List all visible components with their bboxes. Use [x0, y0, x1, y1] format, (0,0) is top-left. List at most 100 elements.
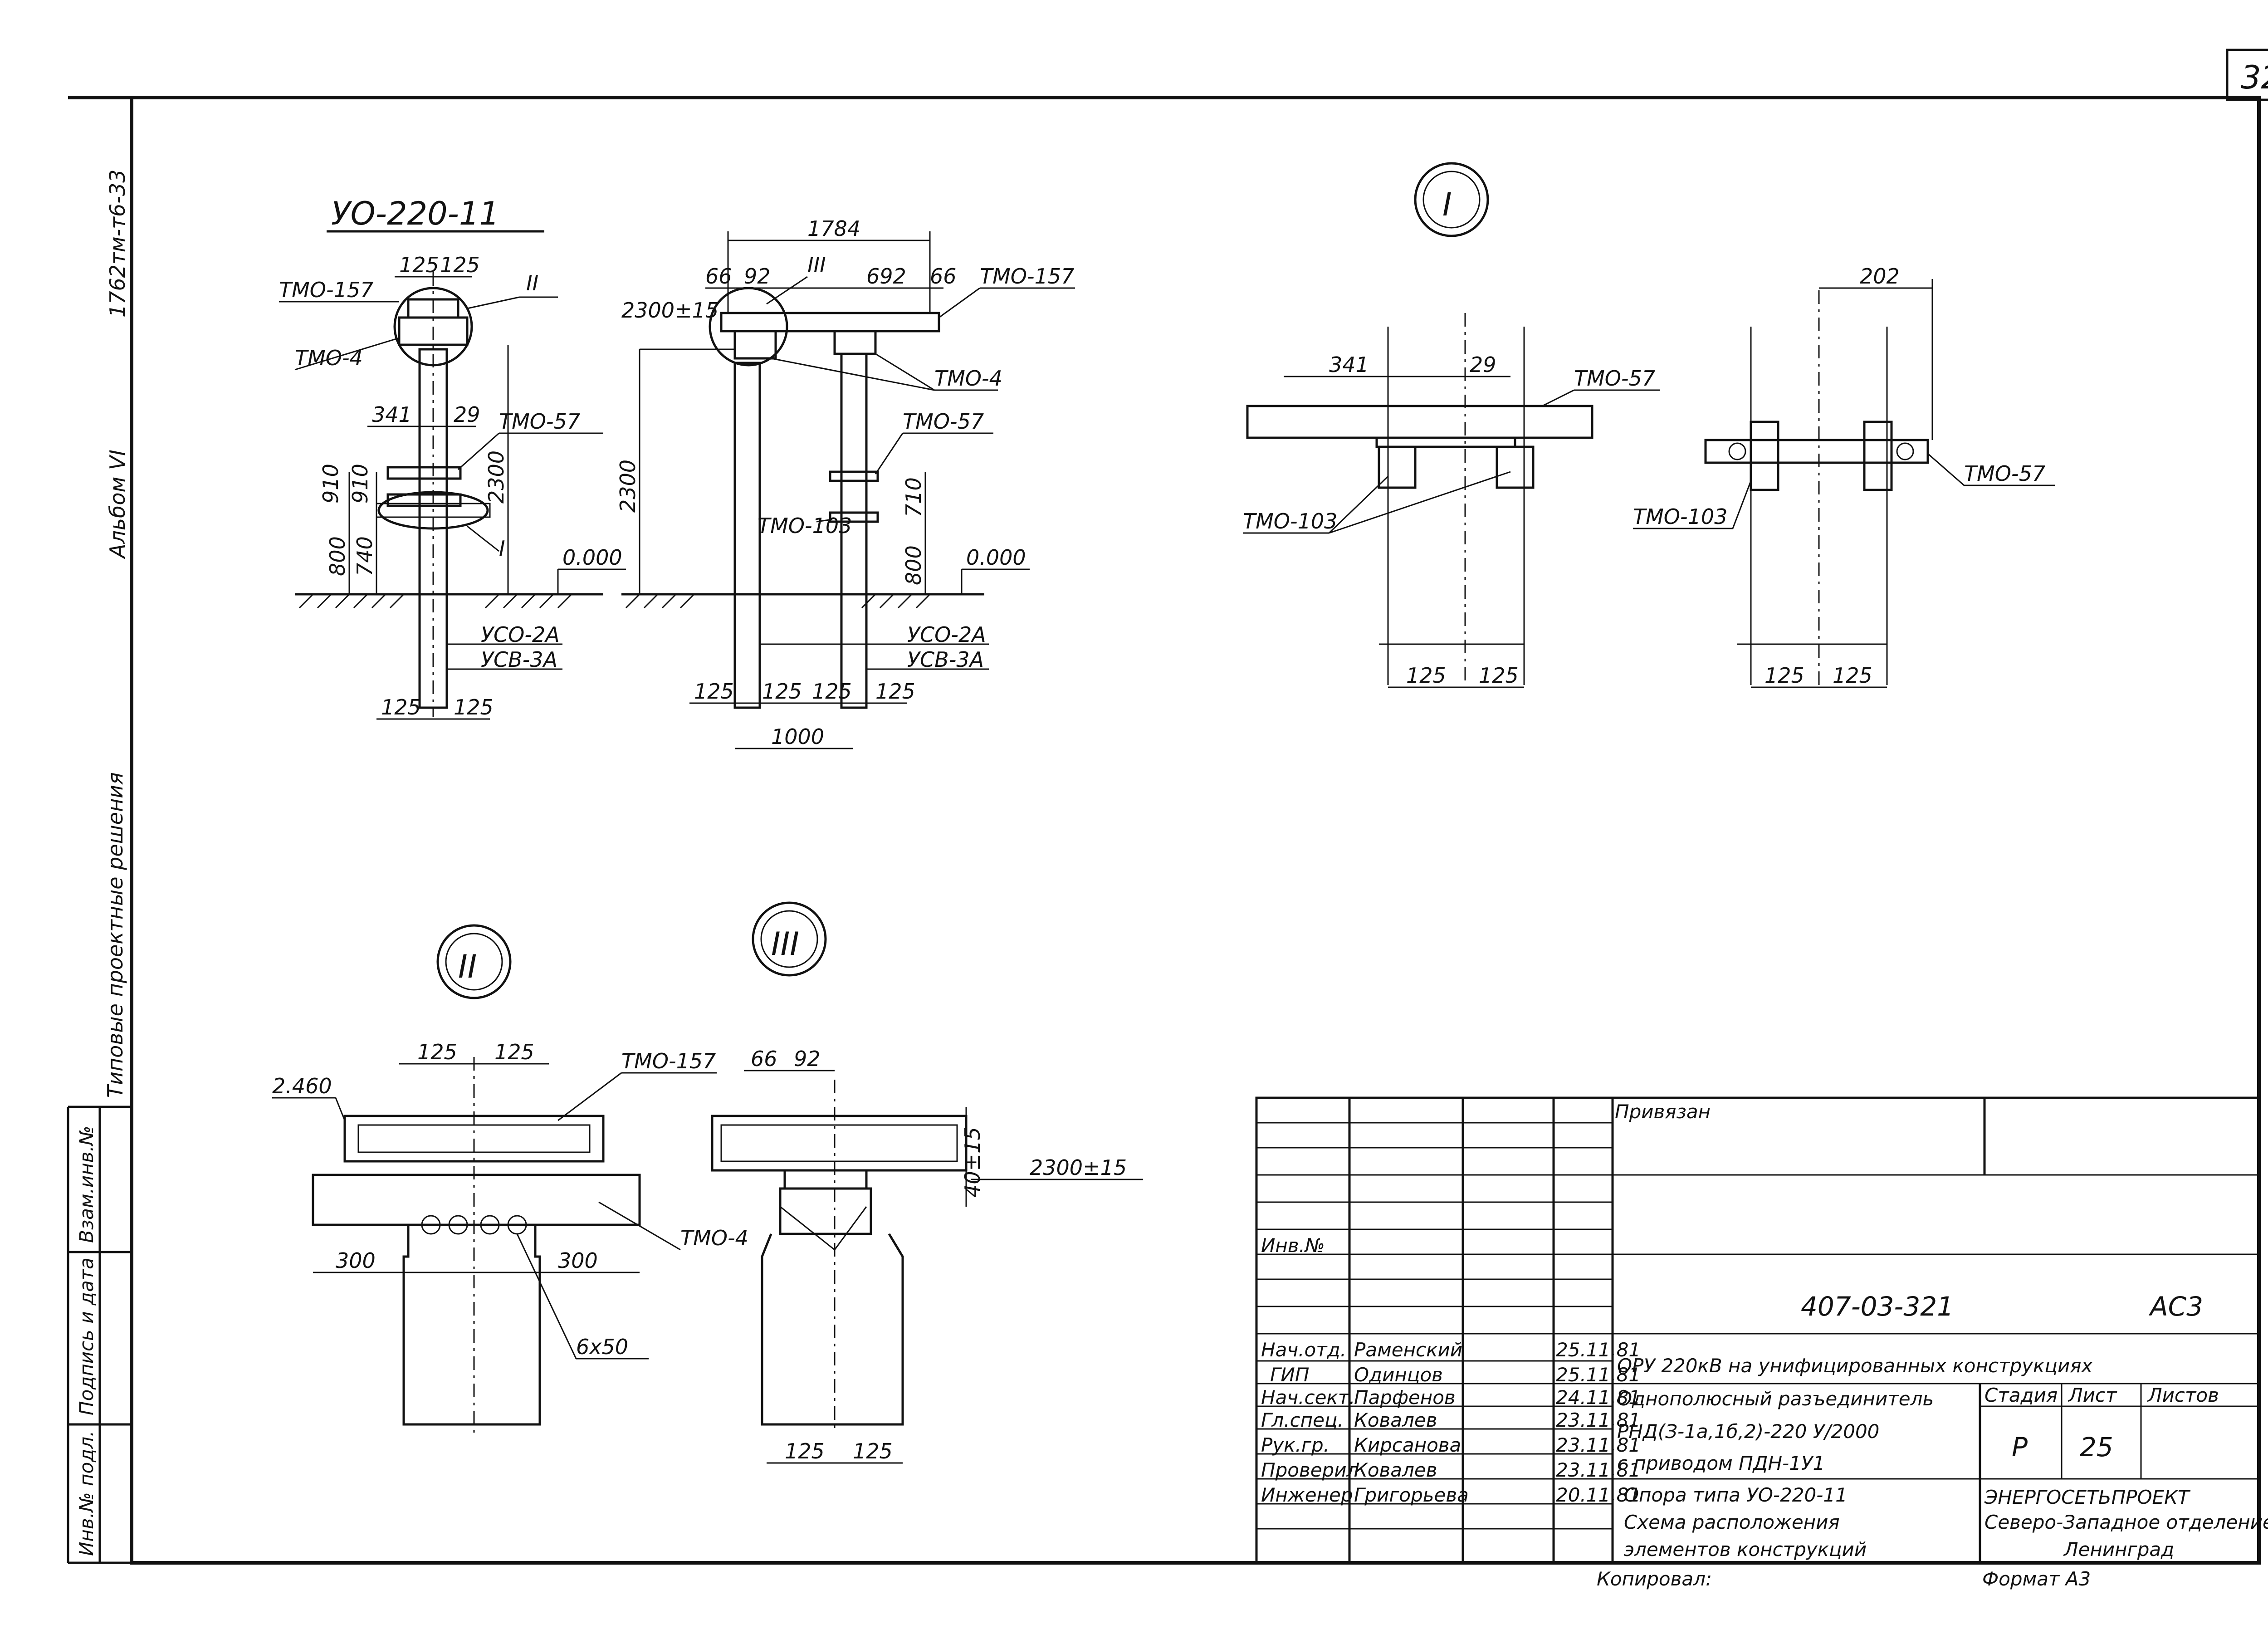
detail-iii-dim-92: 92 [794, 1047, 821, 1071]
tb-role-4: Рук.гр. [1261, 1434, 1330, 1456]
tb-stage: Р [2012, 1432, 2028, 1463]
dim-1000: 1000 [771, 724, 824, 749]
tb-name-4: Кирсанова [1354, 1434, 1461, 1456]
tb-role-6: Инженер [1261, 1484, 1353, 1506]
tb-date-5: 23.11.81 [1556, 1459, 1641, 1481]
tb-doc-code: 407-03-321 [1801, 1291, 1954, 1322]
main-title: УО-220-11 [331, 195, 499, 232]
detail-i-circle [1414, 162, 1489, 237]
detail-i-tmo103-b: ТМО-103 [1633, 504, 1727, 529]
tb-desc-2: РНД(З-1а,1б,2)-220 У/2000 [1617, 1420, 1879, 1443]
dim-910-b: 910 [348, 464, 372, 504]
tb-inv-no: Инв.№ [1261, 1234, 1325, 1257]
page-number-box [2226, 49, 2268, 101]
label-zero-b: 0.000 [966, 545, 1026, 570]
main-view-front: УО-220-11 ТМО-157 ТМО-4 II ТМО-5 [279, 195, 626, 720]
tb-role-5: Проверил [1261, 1459, 1359, 1481]
dim-692-a: 692 [866, 264, 906, 289]
detail-ii-tmo4: ТМО-4 [680, 1226, 748, 1250]
label-tmo157-b: ТМО-157 [980, 264, 1074, 289]
main-view-side: ТМО-157 III ТМО-4 ТМО-57 ТМО-103 0.000 У… [616, 216, 1075, 749]
dim-125-side-a: 125 [694, 679, 734, 704]
tb-role-3: Гл.спец. [1261, 1409, 1344, 1431]
callout-iii-a: III [807, 253, 826, 277]
dim-2300-b: 2300 [616, 460, 640, 513]
label-tmo57-a: ТМО-57 [499, 409, 580, 434]
dim-92-a: 92 [744, 264, 771, 289]
detail-i-views: I 341 29 ТМО-57 ТМО-103 125 125 202 [1243, 162, 2055, 688]
dim-910-a: 910 [318, 464, 343, 504]
dim-2300-a: 2300 [484, 450, 508, 504]
tb-sheet-hdr: Лист [2068, 1384, 2117, 1406]
title-block: Привязан Инв.№ 407-03-321 АС3 ОРУ 220кВ … [1255, 1096, 2268, 1590]
detail-iii-circle [752, 901, 827, 977]
tb-name-3: Ковалев [1354, 1409, 1437, 1431]
label-tmo57-b: ТМО-57 [903, 409, 984, 434]
detail-i-dim-341: 341 [1329, 352, 1369, 377]
tb-copied: Копировал: [1597, 1568, 1712, 1590]
tb-drawing-3: элементов конструкций [1624, 1538, 1867, 1561]
detail-i-roman: I [1442, 186, 1452, 223]
label-uso-b: УСО-2А [907, 622, 986, 647]
detail-i-dim-125-d: 125 [1833, 663, 1872, 688]
dim-1784: 1784 [807, 216, 860, 241]
tb-org-3: Ленинград [2063, 1538, 2174, 1561]
detail-iii-dim-40: 40±15 [960, 1127, 985, 1198]
side-title: Типовые проектные решения [103, 772, 127, 1098]
tb-role-1: ГИП [1270, 1364, 1309, 1386]
label-uso-a: УСО-2А [481, 622, 560, 647]
dim-125-bot-a: 125 [381, 695, 421, 719]
side-cell-podpis: Подпись и дата [75, 1257, 98, 1415]
dim-125-side-b: 125 [762, 679, 802, 704]
detail-iii-roman: III [771, 925, 799, 963]
tb-sheet-code: АС3 [2148, 1291, 2203, 1322]
tb-role-2: Нач.сект. [1261, 1386, 1355, 1409]
tb-role-0: Нач.отд. [1261, 1339, 1346, 1361]
detail-i-tmo103-a: ТМО-103 [1243, 509, 1337, 533]
detail-i-dim-202: 202 [1860, 264, 1900, 289]
tb-org-1: ЭНЕРГОСЕТЬПРОЕКТ [1984, 1486, 2191, 1508]
dim-29-a: 29 [454, 402, 480, 427]
detail-i-dim-125-c: 125 [1765, 663, 1804, 688]
side-code: 1762тм-т6-33 [105, 170, 130, 318]
tb-date-1: 25.11.81 [1556, 1364, 1641, 1386]
detail-i-tmo57-b: ТМО-57 [1964, 461, 2045, 486]
detail-ii-roman: II [458, 948, 477, 985]
callout-ii-a: II [526, 271, 538, 295]
tb-stage-hdr: Стадия [1984, 1384, 2058, 1406]
detail-ii-dim-300-b: 300 [558, 1248, 598, 1273]
detail-ii-dim-6x50: 6x50 [576, 1335, 628, 1359]
detail-ii-circle [436, 924, 512, 999]
detail-ii-tmo157: ТМО-157 [621, 1049, 716, 1073]
detail-i-dim-29: 29 [1470, 352, 1496, 377]
tb-desc-3: с приводом ПДН-1У1 [1617, 1452, 1825, 1474]
detail-iii-dim-2300t: 2300±15 [1030, 1155, 1127, 1180]
label-usv-b: УСВ-3А [907, 647, 984, 672]
detail-ii-dim-300-a: 300 [336, 1248, 376, 1273]
tb-project: ОРУ 220кВ на унифицированных конструкция… [1617, 1355, 2093, 1377]
detail-iii-dim-125-a: 125 [785, 1439, 825, 1463]
tb-date-2: 24.11.81 [1556, 1386, 1641, 1409]
detail-iii-dim-66: 66 [751, 1047, 777, 1071]
tb-format: Формат А3 [1982, 1568, 2091, 1590]
detail-i-tmo57-a: ТМО-57 [1574, 366, 1655, 391]
detail-iii-dim-125-b: 125 [853, 1439, 893, 1463]
dim-341-a: 341 [372, 402, 412, 427]
detail-ii-dim-125-a: 125 [417, 1040, 457, 1064]
page-number: 32 [2241, 59, 2268, 96]
tb-date-6: 20.11.81 [1556, 1484, 1641, 1506]
tb-org-2: Северо-Западное отделение [1984, 1511, 2268, 1533]
dim-740-a: 740 [352, 536, 377, 576]
side-strip: 1762тм-т6-33 Альбом VI Типовые проектные… [67, 170, 132, 1564]
detail-i-dim-125-a: 125 [1406, 663, 1446, 688]
tb-date-3: 23.11.81 [1556, 1409, 1641, 1431]
dim-66-b: 66 [930, 264, 957, 289]
dim-800-a: 800 [325, 536, 350, 576]
callout-i-a: I [499, 536, 505, 561]
dim-800-b: 800 [901, 545, 926, 585]
dim-125-top-b: 125 [440, 253, 480, 277]
label-usv-a: УСВ-3А [481, 647, 557, 672]
tb-name-1: Одинцов [1354, 1364, 1443, 1386]
tb-desc-1: Однополюсный разъединитель [1617, 1388, 1934, 1410]
